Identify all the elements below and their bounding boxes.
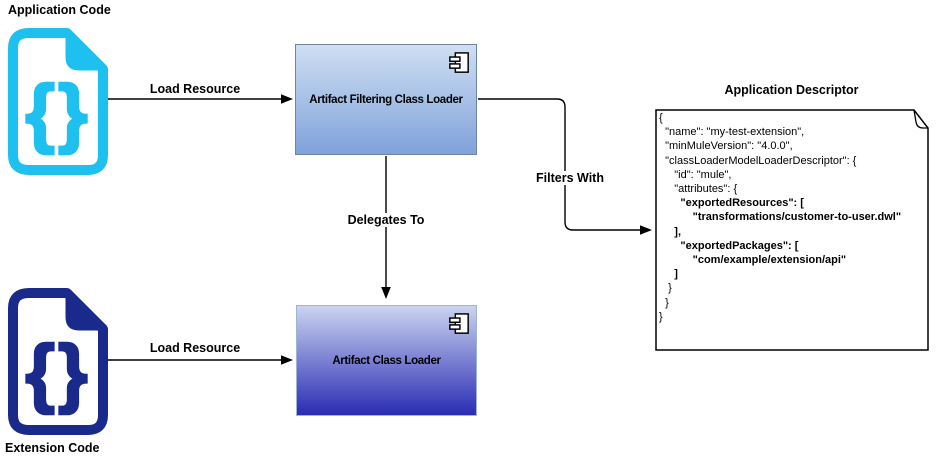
descriptor-json-line: "exportedPackages": [: [659, 239, 799, 252]
extension-code-file-icon: {}: [8, 288, 108, 435]
descriptor-json-line: ]: [659, 268, 678, 281]
descriptor-json-line: "classLoaderModelLoaderDescriptor": {: [659, 154, 857, 167]
artifact-loader-title: Artifact Class Loader: [332, 354, 441, 367]
descriptor-json-line: "attributes": {: [659, 183, 738, 196]
descriptor-json-line: "id": "mule",: [659, 168, 732, 181]
artifact-class-loader-node: Artifact Class Loader: [296, 305, 477, 416]
filtering-loader-title: Artifact Filtering Class Loader: [309, 93, 463, 106]
descriptor-json-text: { "name": "my-test-extension", "minMuleV…: [659, 111, 925, 324]
uml-component-icon: [449, 313, 469, 334]
descriptor-json-line: }: [659, 282, 672, 295]
braces-glyph: {}: [25, 330, 90, 415]
descriptor-json-line: "name": "my-test-extension",: [659, 126, 805, 139]
edge-label-load-resource-bottom: Load Resource: [146, 341, 244, 355]
arrowhead-icon: [381, 287, 391, 299]
arrowhead-icon: [640, 225, 652, 235]
descriptor-json-line: "transformations/customer-to-user.dwl": [659, 211, 902, 224]
uml-component-icon: [449, 52, 469, 73]
application-code-label: Application Code: [8, 3, 111, 17]
application-descriptor-title: Application Descriptor: [724, 83, 859, 97]
extension-code-label: Extension Code: [5, 441, 100, 455]
artifact-filtering-class-loader-node: Artifact Filtering Class Loader: [295, 44, 477, 155]
braces-glyph: {}: [25, 70, 90, 155]
descriptor-json-line: "com/example/extension/api": [659, 254, 847, 267]
arrowhead-icon: [281, 94, 293, 104]
descriptor-json-line: }: [659, 310, 663, 323]
descriptor-json-line: ],: [659, 225, 681, 238]
note-shape: [655, 109, 929, 351]
edge-label-delegates-to: Delegates To: [344, 213, 428, 227]
descriptor-json-line: "exportedResources": [: [659, 197, 804, 210]
descriptor-json-line: }: [659, 296, 669, 309]
edge-label-filters-with: Filters With: [533, 171, 607, 185]
filters-with-line: [478, 98, 640, 231]
edge-label-load-resource-top: Load Resource: [146, 82, 244, 96]
folded-corner-icon: [913, 109, 928, 129]
arrowhead-icon: [281, 355, 293, 365]
application-code-file-icon: {}: [8, 28, 108, 175]
descriptor-json-line: "minMuleVersion": "4.0.0",: [659, 140, 793, 153]
descriptor-json-line: {: [659, 112, 663, 124]
